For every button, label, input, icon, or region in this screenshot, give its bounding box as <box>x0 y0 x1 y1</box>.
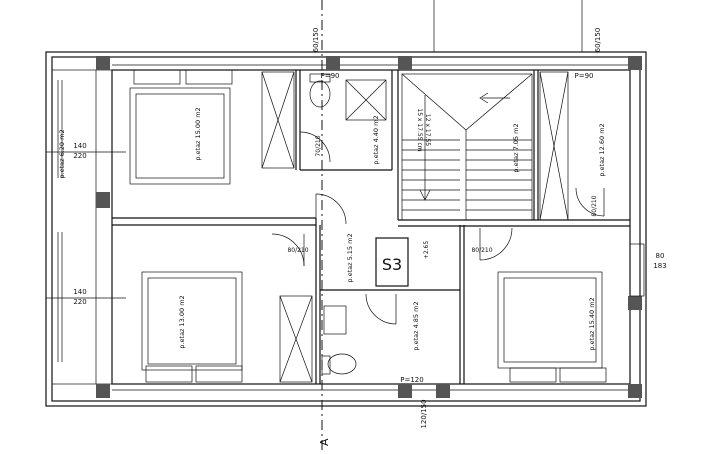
section-marker-a: A <box>318 438 331 446</box>
room-label-hall: p.etaz 5.15 m2 <box>346 233 354 282</box>
dimension-labels: 140 220 140 220 80 183 P=90 P=90 P=120 6… <box>73 28 666 429</box>
dim-right-b: 183 <box>653 262 666 270</box>
dim-door-bed1: 80/210 <box>287 247 308 254</box>
staircase <box>401 73 533 221</box>
room-label-bath2: p.etaz 4.85 m2 <box>412 301 420 350</box>
dim-left-bottom: 140 <box>73 288 86 296</box>
room-label-bath1: p.etaz 4.40 m2 <box>372 115 380 164</box>
room-label-bed4: p.etaz 15.40 m2 <box>588 297 596 350</box>
room-label-bed3: p.etaz 13.00 m2 <box>178 295 186 348</box>
windows <box>57 80 645 362</box>
beds <box>129 69 607 383</box>
structural-columns <box>96 56 642 398</box>
level-label: S3 <box>375 237 409 287</box>
dim-left-bottom-b: 220 <box>73 298 86 306</box>
wardrobes <box>261 71 569 383</box>
dim-stairs: 15 x 17.55 cm <box>416 108 423 151</box>
dim-stairs-b: 12 x 17.55 <box>424 114 431 146</box>
dim-bottom: 120/150 <box>420 399 428 428</box>
dim-door-bed2: 80/210 <box>471 247 492 254</box>
room-label-bed1: p.etaz 15.00 m2 <box>194 107 202 160</box>
section-lines <box>46 0 583 454</box>
dim-left-top: 140 <box>73 142 86 150</box>
outer-walls <box>45 51 647 407</box>
sill-top-left: P=90 <box>321 72 340 80</box>
room-label-bed2: p.etaz 12.60 m2 <box>598 123 606 176</box>
sill-top-right: P=90 <box>575 72 594 80</box>
dim-level: +2.65 <box>423 241 430 260</box>
interior-walls <box>112 70 630 384</box>
room-label-terrace: p.etaz 6.20 m2 <box>58 129 66 178</box>
dim-top-left: 60/150 <box>312 28 320 53</box>
doors <box>271 131 605 325</box>
level-label-text: S3 <box>382 255 402 274</box>
room-labels: p.etaz 15.00 m2 p.etaz 4.40 m2 p.etaz 7.… <box>58 107 606 350</box>
sill-bottom: P=120 <box>400 376 423 384</box>
dim-left-top-b: 220 <box>73 152 86 160</box>
dim-top-right: 60/150 <box>594 28 602 53</box>
room-label-stair: p.etaz 7.05 m2 <box>512 123 520 172</box>
sanitary-fixtures <box>309 73 387 375</box>
dim-door-bed3: 80/210 <box>591 195 598 216</box>
dim-door-bath: 70/210 <box>315 135 322 156</box>
dim-right: 80 <box>656 252 665 260</box>
